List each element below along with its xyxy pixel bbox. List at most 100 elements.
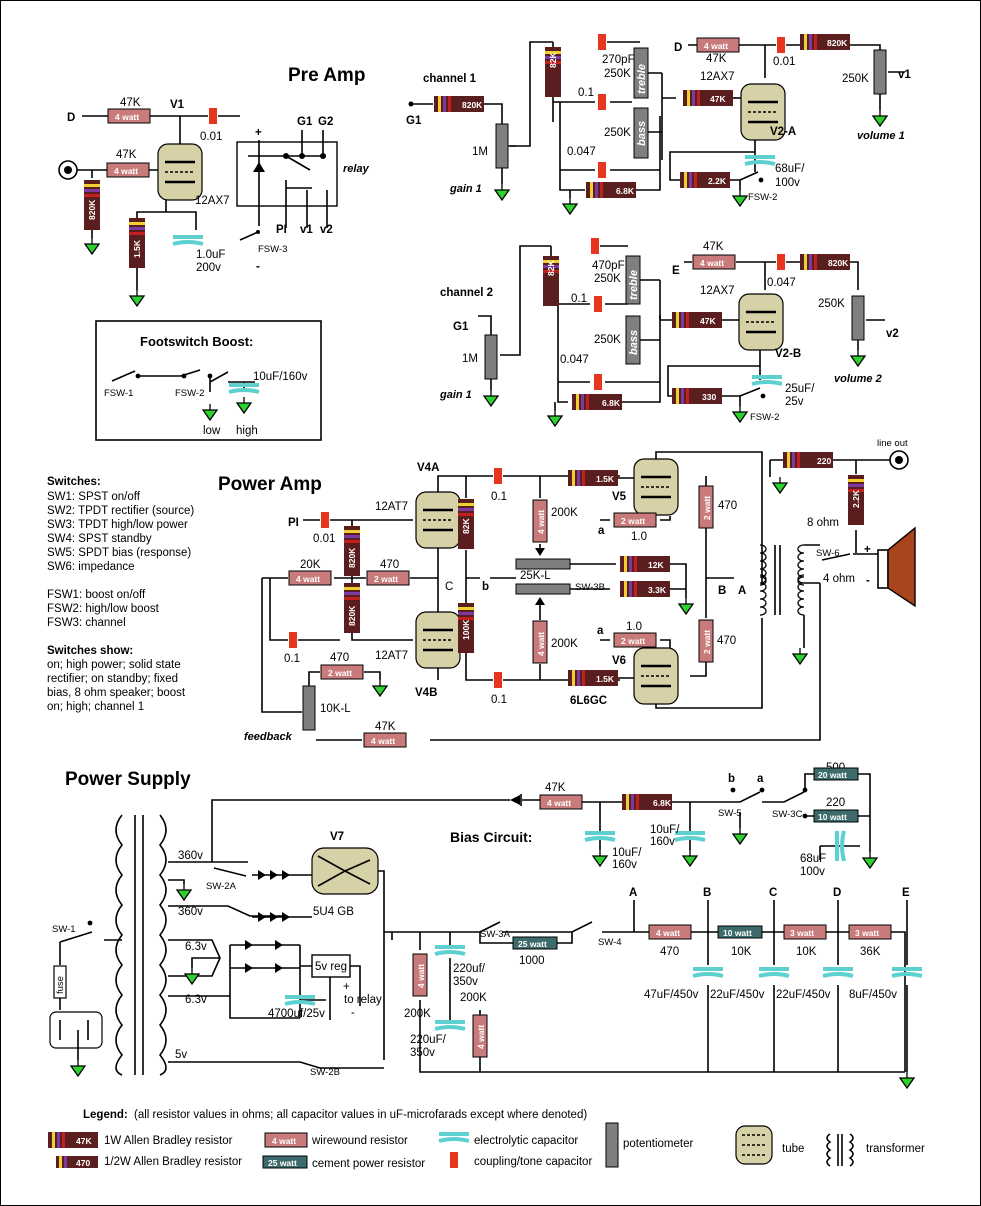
svg-text:470: 470 — [330, 652, 349, 664]
svg-text:FSW1: boost on/off: FSW1: boost on/off — [47, 589, 146, 601]
svg-text:12AX7: 12AX7 — [195, 195, 230, 207]
svg-text:0.01: 0.01 — [313, 533, 335, 545]
svg-text:volume 2: volume 2 — [834, 373, 882, 385]
channel-2: channel 2 G1 1M gain 1 82K 470pF 0.1 0.0… — [439, 238, 672, 427]
svg-text:D: D — [674, 42, 682, 54]
svg-text:10K: 10K — [796, 946, 817, 958]
svg-text:160v: 160v — [612, 859, 637, 871]
svg-text:820K: 820K — [827, 38, 848, 48]
svg-text:4 watt: 4 watt — [700, 258, 724, 268]
pot-legend-icon — [605, 1122, 619, 1168]
svg-text:2.2K: 2.2K — [851, 489, 861, 508]
svg-text:47K: 47K — [710, 94, 726, 104]
svg-text:SW-5: SW-5 — [718, 808, 742, 819]
svg-text:6.8K: 6.8K — [653, 798, 672, 808]
svg-text:potentiometer: potentiometer — [623, 1138, 693, 1150]
svg-text:47K: 47K — [706, 53, 727, 65]
svg-text:470: 470 — [380, 559, 399, 571]
svg-text:47uF/450v: 47uF/450v — [644, 989, 699, 1001]
svg-text:3.3K: 3.3K — [648, 585, 667, 595]
svg-text:47K: 47K — [545, 782, 566, 794]
svg-text:10uF/: 10uF/ — [650, 824, 680, 836]
svg-text:SW2: TPDT rectifier (source): SW2: TPDT rectifier (source) — [47, 505, 194, 517]
svg-text:6.8K: 6.8K — [602, 398, 621, 408]
svg-text:0.1: 0.1 — [571, 293, 587, 305]
svg-text:0.01: 0.01 — [773, 56, 795, 68]
svg-text:2 watt: 2 watt — [702, 496, 712, 520]
svg-text:SW-6: SW-6 — [816, 548, 840, 559]
svg-text:gain 1: gain 1 — [439, 389, 472, 401]
power-plug-icon — [49, 1011, 103, 1049]
svg-text:FSW-2: FSW-2 — [748, 192, 777, 203]
svg-text:SW-3C: SW-3C — [772, 809, 803, 820]
svg-text:PI: PI — [276, 224, 287, 236]
svg-text:4 watt: 4 watt — [536, 632, 546, 656]
svg-text:1.0uF: 1.0uF — [196, 249, 225, 261]
svg-text:0.1: 0.1 — [491, 491, 507, 503]
svg-text:5v: 5v — [175, 1049, 187, 1061]
speaker-icon — [887, 526, 916, 608]
svg-text:360v: 360v — [178, 906, 203, 918]
svg-text:A: A — [629, 887, 637, 899]
svg-text:10uF/160v: 10uF/160v — [253, 371, 308, 383]
svg-text:20 watt: 20 watt — [818, 770, 847, 780]
svg-text:-: - — [351, 1007, 355, 1019]
svg-text:Switches:: Switches: — [47, 476, 101, 488]
svg-text:bass: bass — [628, 330, 640, 355]
svg-text:FSW-2: FSW-2 — [175, 388, 204, 399]
svg-text:4 watt: 4 watt — [704, 41, 728, 51]
svg-text:a: a — [757, 773, 764, 785]
svg-text:12AX7: 12AX7 — [700, 285, 735, 297]
svg-text:0.047: 0.047 — [567, 146, 596, 158]
svg-text:3 watt: 3 watt — [855, 928, 879, 938]
tube-v1 — [156, 142, 204, 202]
svg-text:4 ohm: 4 ohm — [823, 573, 855, 585]
svg-text:C: C — [445, 581, 453, 593]
svg-text:+: + — [864, 544, 871, 556]
svg-text:v1: v1 — [898, 69, 911, 81]
svg-text:(all resistor values in ohms;: (all resistor values in ohms; all capaci… — [134, 1109, 587, 1121]
svg-text:channel 1: channel 1 — [423, 73, 477, 85]
svg-text:47K: 47K — [703, 241, 724, 253]
svg-text:FSW3: channel: FSW3: channel — [47, 617, 126, 629]
svg-text:47K: 47K — [76, 1136, 92, 1146]
svg-text:2 watt: 2 watt — [702, 630, 712, 654]
svg-text:V4A: V4A — [417, 462, 439, 474]
svg-text:820K: 820K — [347, 605, 357, 626]
svg-text:3 watt: 3 watt — [790, 928, 814, 938]
svg-text:5U4 GB: 5U4 GB — [313, 906, 354, 918]
svg-text:V2-A: V2-A — [770, 126, 796, 138]
svg-text:4 watt: 4 watt — [115, 112, 139, 122]
svg-text:22uF/450v: 22uF/450v — [710, 989, 765, 1001]
svg-text:25v: 25v — [785, 396, 804, 408]
power-supply: 360v 360v 6.3v 6.3v 5v SW-2A V7 5U4 GB 5… — [49, 762, 924, 1089]
label-v1: V1 — [170, 99, 185, 111]
svg-text:a: a — [598, 525, 605, 537]
poweramp-title: Power Amp — [218, 474, 322, 495]
svg-text:b: b — [482, 581, 489, 593]
svg-text:350v: 350v — [453, 976, 478, 988]
svg-text:fuse: fuse — [55, 976, 66, 994]
svg-text:v2: v2 — [886, 328, 899, 340]
power-amp: V4A 12AT7 PI 0.01 820K 820K 4 watt 20K 2… — [244, 438, 916, 748]
svg-text:transformer: transformer — [866, 1143, 925, 1155]
v1-stage: D 4 watt 47K V1 0.01 12AX7 4 watt 47K 82… — [58, 97, 240, 307]
svg-text:200K: 200K — [404, 1008, 431, 1020]
svg-text:SW-4: SW-4 — [598, 937, 622, 948]
svg-text:relay: relay — [343, 163, 370, 175]
svg-text:1.5K: 1.5K — [596, 474, 615, 484]
svg-text:6L6GC: 6L6GC — [570, 695, 607, 707]
svg-text:820K: 820K — [87, 199, 97, 220]
svg-text:G2: G2 — [318, 116, 333, 128]
svg-text:470: 470 — [76, 1158, 90, 1168]
svg-text:B: B — [718, 585, 726, 597]
svg-text:2 watt: 2 watt — [621, 636, 645, 646]
svg-text:V5: V5 — [612, 491, 627, 503]
svg-text:10uF/: 10uF/ — [612, 847, 642, 859]
svg-text:6.8K: 6.8K — [616, 186, 635, 196]
svg-text:low: low — [203, 425, 221, 437]
svg-text:220uF/: 220uF/ — [410, 1034, 447, 1046]
svg-text:220uf/: 220uf/ — [453, 963, 486, 975]
svg-text:A: A — [738, 585, 746, 597]
svg-text:100v: 100v — [775, 177, 800, 189]
